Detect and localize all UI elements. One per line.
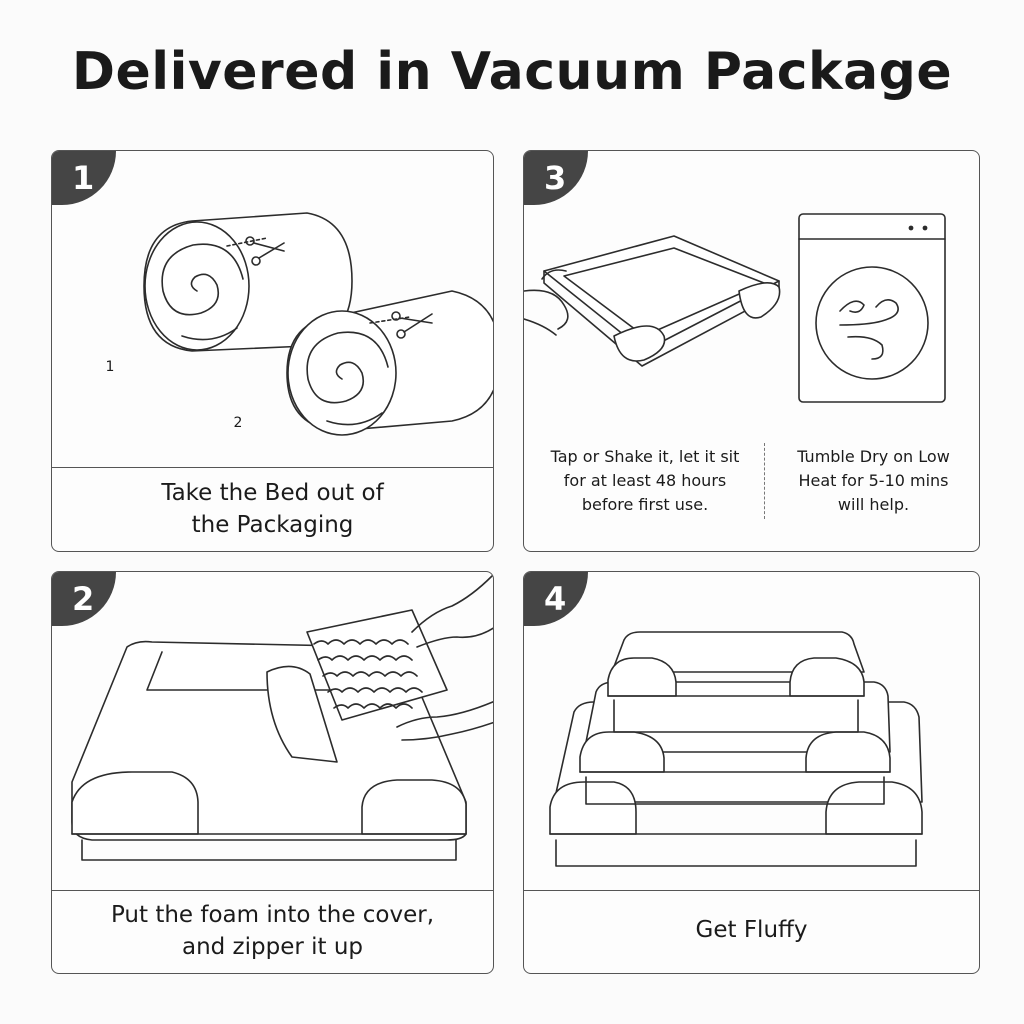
step-caption: Put the foam into the cover, and zipper … <box>52 899 493 963</box>
panel-divider <box>524 890 979 891</box>
step-1-panel: 1 1 2 Take the Bed out of the Packaging <box>51 150 494 552</box>
shake-and-dry-illustration <box>524 213 946 403</box>
caption-line: Get Fluffy <box>695 917 808 943</box>
shake-instructions: Tap or Shake it, let it sit for at least… <box>536 445 754 517</box>
instruction-line: before first use. <box>581 495 709 514</box>
step-2-panel: 2 Put the foam into the cover, and zippe… <box>51 571 494 974</box>
instruction-line: Tap or Shake it, let it sit <box>550 447 740 466</box>
instruction-separator <box>764 443 765 519</box>
step-4-panel: 4 Get Fluffy <box>523 571 980 974</box>
instruction-line: Heat for 5-10 mins <box>798 471 949 490</box>
panel-divider <box>52 890 493 891</box>
panel-divider <box>52 467 493 468</box>
dryer-icon <box>798 213 946 403</box>
caption-line: Put the foam into the cover, <box>110 902 435 928</box>
roll-label: 2 <box>233 415 243 431</box>
roll-label: 1 <box>105 359 115 375</box>
scissors-icon <box>226 236 285 266</box>
step-3-panel: 3 Tap or Shake it, let it sit for at lea… <box>523 150 980 552</box>
caption-line: Take the Bed out of <box>161 480 384 506</box>
step-caption: Get Fluffy <box>524 914 979 946</box>
air-flow-icon <box>839 299 899 360</box>
instruction-line: will help. <box>837 495 910 514</box>
instruction-line: Tumble Dry on Low <box>797 447 950 466</box>
rolled-beds-illustration <box>143 212 493 436</box>
fluffy-beds-illustration <box>549 631 923 867</box>
caption-line: and zipper it up <box>181 934 364 960</box>
instruction-line: for at least 48 hours <box>563 471 727 490</box>
caption-line: the Packaging <box>191 512 354 538</box>
page-title: Delivered in Vacuum Package <box>71 42 953 102</box>
scissors-icon <box>369 311 433 339</box>
step-caption: Take the Bed out of the Packaging <box>52 477 493 541</box>
dry-instructions: Tumble Dry on Low Heat for 5-10 mins wil… <box>776 445 971 517</box>
foam-into-cover-illustration <box>71 575 493 861</box>
